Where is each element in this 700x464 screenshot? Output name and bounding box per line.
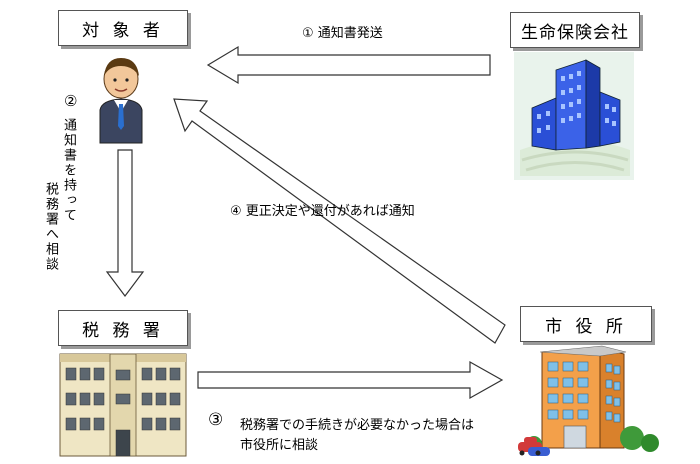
step3-line2: 市役所に相談 bbox=[240, 438, 319, 453]
step1-label: ① 通知書発送 bbox=[302, 26, 383, 41]
subject-label: 対 象 者 bbox=[82, 20, 164, 41]
step3-line1: 税務署での手続きが必要なかった場合は bbox=[240, 418, 475, 433]
insurance-label: 生命保険会社 bbox=[521, 22, 629, 43]
insurance-box: 生命保険会社 bbox=[510, 12, 640, 48]
subject-box: 対 象 者 bbox=[58, 10, 188, 46]
step3-number: ③ bbox=[208, 410, 224, 430]
arrow-step3 bbox=[197, 360, 504, 400]
tax-office-box: 税 務 署 bbox=[58, 310, 188, 346]
step2-number: ② bbox=[64, 92, 78, 110]
step2-line2: 税務署へ相談 bbox=[43, 182, 58, 272]
step4-label: ④ 更正決定や還付があれば通知 bbox=[230, 204, 415, 219]
step2-line1: 通知書を持って bbox=[61, 118, 76, 223]
arrow-step2 bbox=[105, 149, 145, 297]
arrow-step1 bbox=[206, 45, 491, 85]
city-hall-label: 市 役 所 bbox=[545, 316, 627, 337]
tax-office-label: 税 務 署 bbox=[82, 320, 164, 341]
city-hall-box: 市 役 所 bbox=[520, 306, 652, 342]
arrow-step4 bbox=[173, 98, 506, 344]
